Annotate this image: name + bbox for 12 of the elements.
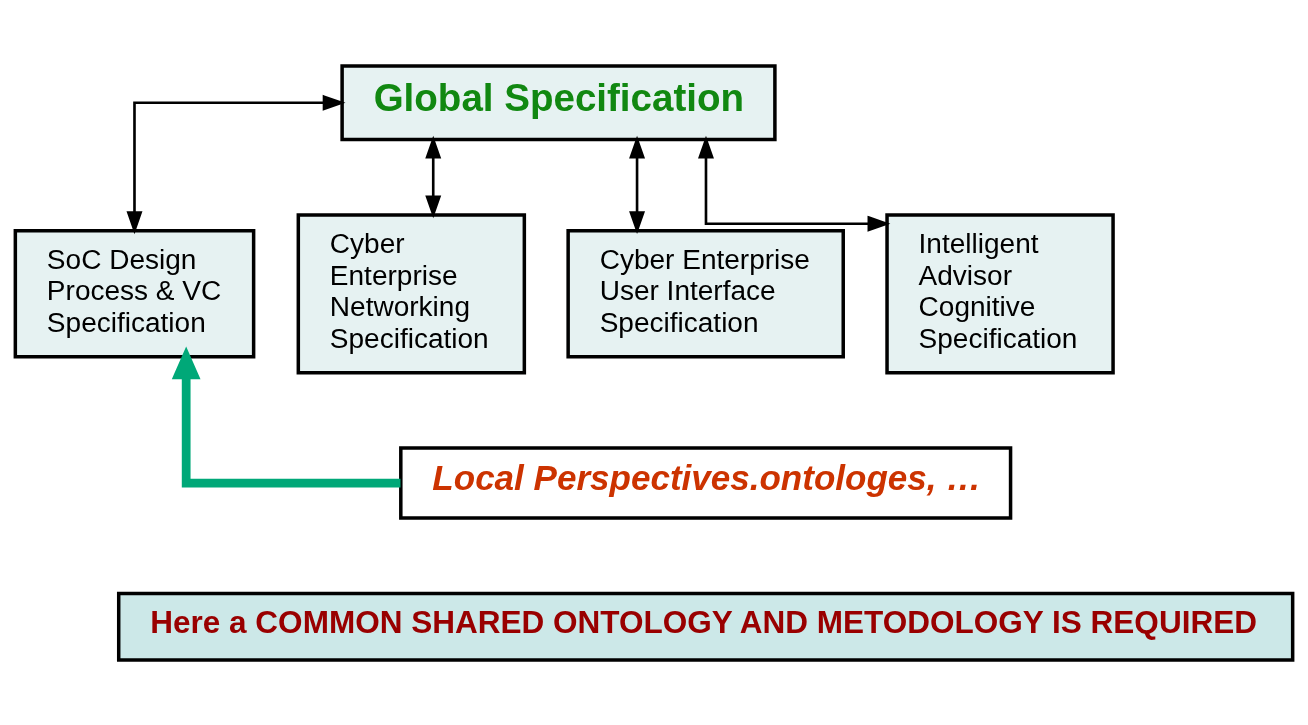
arrow <box>698 135 891 232</box>
node-box: Here a COMMON SHARED ONTOLOGY AND METODOLOGY IS REQUIRED <box>116 591 1295 662</box>
arrow <box>126 94 346 234</box>
arrow <box>629 135 646 234</box>
node-box: Global Specification <box>340 63 777 141</box>
node-box: Intelligent Advisor Cognitive Specification <box>885 212 1115 374</box>
arrow <box>425 135 442 218</box>
node-box: Cyber Enterprise User Interface Specification <box>566 228 845 359</box>
arrow <box>171 345 401 487</box>
node-box: SoC Design Process & VC Specification <box>13 228 256 359</box>
node-box: Local Perspectives.ontologes, … <box>399 445 1013 520</box>
node-box: Cyber Enterprise Networking Specification <box>296 212 527 374</box>
